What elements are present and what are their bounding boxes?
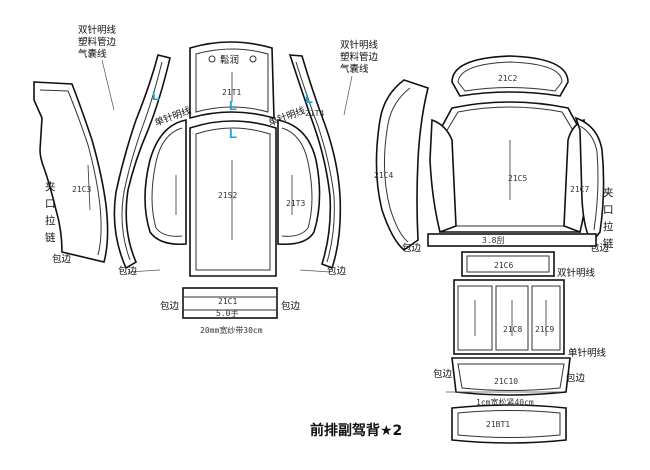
svg-text:夹: 夹 [603, 186, 614, 199]
piece-left-strip [113, 54, 171, 270]
note-hem-3: 包边 [327, 265, 347, 277]
svg-text:拉: 拉 [45, 214, 56, 227]
note-double-stitch-lower: 双针明线 [557, 267, 596, 279]
note-double-stitch-right: 双针明线 塑料管边 气囊线 [340, 39, 379, 116]
label-21C5: 21C5 [508, 174, 527, 183]
svg-text:口: 口 [45, 198, 56, 210]
svg-text:双针明线: 双针明线 [78, 24, 117, 36]
piece-21C10: 21C10 [451, 357, 571, 396]
piece-left-curved [144, 119, 187, 246]
svg-text:夹: 夹 [45, 180, 56, 193]
note-hem-4: 包边 [160, 300, 180, 312]
grain-L-4: L [229, 126, 237, 141]
note-left-zipper: 夹 口 拉 链 [45, 180, 56, 244]
piece-21C7: 21C7 [570, 116, 605, 244]
note-hem-1: 包边 [52, 253, 72, 265]
label-21C3: 21C3 [72, 185, 91, 194]
piece-21C6: 21C6 [461, 251, 555, 277]
piece-21C5: 21C5 [429, 101, 589, 234]
label-21C1: 21C1 [218, 297, 237, 306]
note-double-stitch-left: 双针明线 塑料管边 气囊线 [78, 24, 117, 111]
piece-21C3: 21C3 [33, 81, 109, 263]
note-elastic-band: 20mm宽纱带30cm [200, 325, 263, 335]
grain-L-1: L [152, 88, 160, 103]
piece-21T1: 鬆润 21T1 [189, 41, 275, 120]
piece-21T3: 21T3 [277, 119, 321, 246]
svg-text:双针明线: 双针明线 [340, 39, 379, 51]
grain-L-5: L [305, 91, 313, 106]
piece-group-21C8-21C9: 21C8 21C9 [453, 279, 565, 355]
note-single-stitch: 单针明线 [568, 347, 607, 359]
svg-text:口: 口 [603, 204, 614, 216]
label-21C7: 21C7 [570, 185, 589, 194]
note-right-zipper: 夹 口 拉 链 [603, 186, 614, 250]
page-title: 前排副驾背★2 [310, 422, 402, 439]
label-21S2: 21S2 [218, 191, 237, 200]
svg-text:塑料管边: 塑料管边 [78, 36, 117, 48]
label-21C2: 21C2 [498, 74, 517, 83]
note-hem-9: 包边 [566, 372, 586, 384]
label-21C8: 21C8 [503, 325, 522, 334]
note-hem-5: 包边 [281, 300, 301, 312]
note-hem-6: 包边 [402, 242, 422, 254]
piece-21C4: 21C4 [374, 79, 429, 252]
svg-text:气囊线: 气囊线 [340, 63, 369, 75]
label-21C4: 21C4 [374, 171, 393, 180]
dim-strip: 3.8刮 [482, 235, 504, 245]
piece-21C1: 21C1 5.0手 [182, 287, 278, 319]
svg-text:链: 链 [603, 237, 614, 250]
note-hem-8: 包边 [433, 368, 453, 380]
label-21C9: 21C9 [535, 325, 554, 334]
piece-21S2: 21S2 [189, 120, 277, 277]
label-21T4: 21T4 [305, 109, 324, 118]
svg-text:拉: 拉 [603, 220, 614, 233]
piece-21BT1: 21BT1 [451, 404, 567, 444]
label-21BT1: 21BT1 [486, 420, 510, 429]
strip-3-8: 3.8刮 [427, 233, 597, 247]
svg-text:气囊线: 气囊线 [78, 48, 107, 60]
label-21C10: 21C10 [494, 377, 518, 386]
note-rubber-band: 1cm宽松紧40cm [476, 397, 534, 407]
svg-text:链: 链 [45, 231, 56, 244]
piece-21C2: 21C2 [451, 55, 569, 97]
label-cushion: 鬆润 [220, 54, 239, 66]
label-21T3: 21T3 [286, 199, 305, 208]
svg-text:塑料管边: 塑料管边 [340, 51, 379, 63]
grain-L-3: L [229, 98, 237, 113]
piece-21T4: 21T4 [288, 54, 342, 270]
label-21C6: 21C6 [494, 261, 513, 270]
dim-mid: 5.0手 [216, 308, 238, 318]
note-hem-2: 包边 [118, 265, 138, 277]
